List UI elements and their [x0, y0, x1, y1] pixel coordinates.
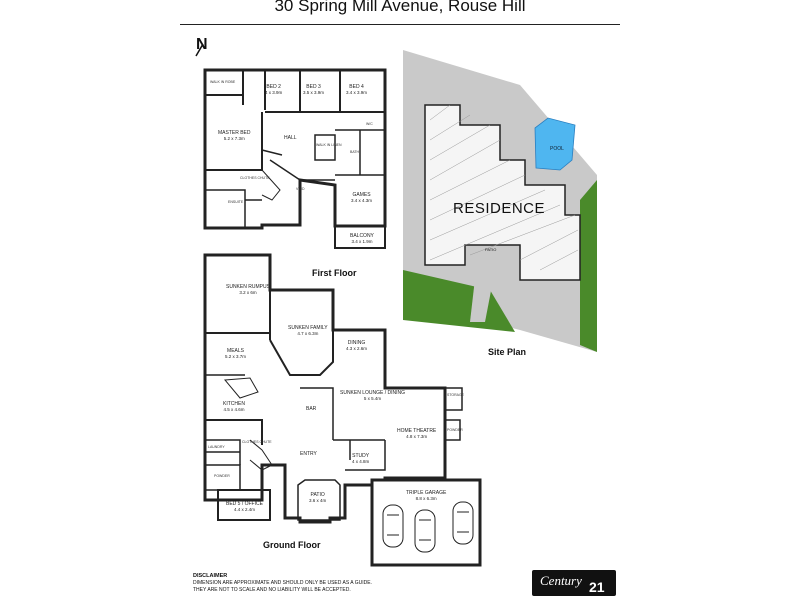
patio-outline	[297, 479, 341, 521]
rumpus-wall	[205, 290, 271, 340]
kitchen-island	[223, 377, 259, 399]
study-wall	[345, 440, 386, 471]
stairs-down	[249, 439, 273, 471]
linen-wall	[314, 134, 336, 161]
room-walkin-robe: WALK IN ROBE	[210, 80, 236, 84]
site-residence-label: RESIDENCE	[453, 200, 546, 217]
room-clothes-chute-gf: CLOTHES CHUTE	[242, 440, 272, 444]
residence-hatching	[429, 104, 579, 271]
room-bath: BATH	[350, 150, 360, 154]
century21-logo: Century 21	[532, 570, 616, 596]
room-entry: ENTRY	[300, 451, 317, 457]
disclaimer-line-1: DIMENSION ARE APPROXIMATE AND SHOULD ONL…	[193, 580, 372, 586]
room-walkin-linen: WALK IN LINEN	[316, 143, 342, 147]
room-bar: BAR	[306, 406, 317, 412]
first-floor-label: First Floor	[312, 268, 357, 278]
room-wc: W/C	[366, 122, 373, 126]
north-arrow-label: N	[196, 36, 208, 53]
grass-strip	[580, 180, 597, 352]
theatre-powder-wall	[444, 388, 461, 478]
family-wall	[269, 330, 334, 376]
stairs-up	[261, 169, 281, 201]
kitchen-wall	[205, 419, 263, 445]
room-powder: POWDER	[214, 474, 230, 478]
bar-wall	[300, 387, 334, 440]
garage-outline	[370, 478, 482, 567]
disclaimer-heading: DISCLAIMER	[193, 573, 228, 579]
title-divider	[180, 24, 620, 25]
disclaimer: DISCLAIMER DIMENSION ARE APPROXIMATE AND…	[193, 573, 372, 594]
robe-wall	[205, 70, 244, 105]
lounge-wall	[333, 439, 385, 460]
logo-number: 21	[589, 579, 605, 595]
ground-floor-label: Ground Floor	[263, 540, 321, 550]
bed5-wall	[217, 489, 271, 521]
disclaimer-line-2: THEY ARE NOT TO SCALE AND NO LIABILITY W…	[193, 587, 351, 593]
room-laundry: LAUNDRY	[208, 445, 225, 449]
room-hall: HALL	[284, 135, 297, 141]
room-ensuite: ENSUITE	[228, 200, 244, 204]
room-powder-theatre: POWDER	[447, 428, 463, 432]
room-void: VOID	[296, 187, 305, 191]
site-patio-label: PATIO	[485, 247, 497, 252]
balcony-wall	[334, 225, 386, 249]
site-plan-label: Site Plan	[488, 347, 527, 357]
room-storage: STORAGE	[447, 393, 465, 397]
logo-brand: Century	[540, 573, 582, 588]
storage-box	[445, 387, 463, 411]
grass-front	[403, 270, 515, 332]
void-outline	[261, 149, 335, 181]
bed2-wall	[264, 70, 341, 112]
north-arrow-icon	[195, 43, 204, 57]
site-pool-label: POOL	[550, 146, 564, 152]
car-icons	[382, 501, 474, 553]
pool-area	[534, 117, 576, 171]
ensuite-wall	[205, 189, 262, 228]
room-clothes-chute: CLOTHES CHUTE	[240, 176, 270, 180]
bath-wall	[335, 129, 385, 176]
residence-footprint	[424, 104, 581, 281]
page-title: 30 Spring Mill Avenue, Rouse Hill	[274, 0, 526, 15]
laundry-wall	[205, 439, 241, 465]
driveway	[470, 270, 495, 322]
site-plan-drawing	[403, 50, 597, 352]
